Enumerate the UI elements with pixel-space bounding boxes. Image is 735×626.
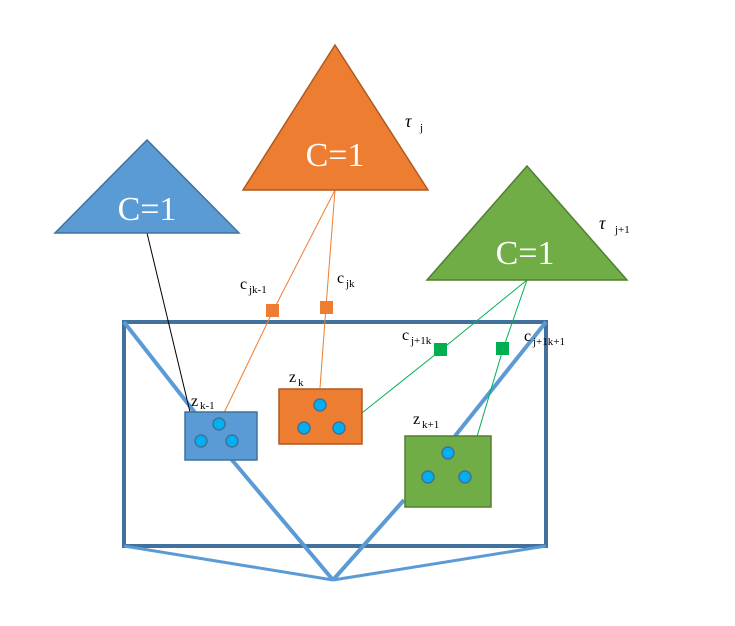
- node-circle: [212, 417, 226, 431]
- triangle-middle-shape: [241, 43, 430, 191]
- connector-cjk-label: c: [337, 270, 344, 287]
- box-zk1-subscript: k+1: [422, 419, 439, 431]
- frame-diagonal-left-lower: [230, 458, 335, 582]
- triangle-middle: C=1: [241, 43, 430, 191]
- node-circle: [313, 398, 327, 412]
- connector-cj1k1-label: c: [524, 328, 531, 345]
- node-circle: [332, 421, 346, 435]
- tau-j-subscript: j: [419, 122, 423, 134]
- outer-frame: [122, 320, 548, 548]
- connector-cjk-1-subscript: jk-1: [248, 284, 267, 296]
- funnel-left-edge: [123, 544, 334, 582]
- triangle-left-shape: [53, 138, 241, 234]
- line-green-to-cj1k: [440, 279, 528, 351]
- node-circle: [297, 421, 311, 435]
- box-zk-1: [184, 411, 258, 461]
- connector-cj1k-label: c: [402, 327, 409, 344]
- triangle-right-label: C=1: [496, 235, 555, 272]
- connector-cjk-subscript: jk: [345, 278, 355, 290]
- triangle-right-shape: [425, 164, 629, 281]
- box-zk1: [404, 435, 492, 508]
- connector-cj1k1-subscript: j+1k+1: [532, 336, 565, 348]
- tau-j1-label: τ: [599, 213, 606, 233]
- connector-cj1k1: [496, 342, 509, 355]
- node-circle: [458, 470, 472, 484]
- frame-diagonal-right-lower: [331, 498, 406, 582]
- line-orange-to-cjk: [325, 189, 336, 308]
- line-cjk-1-to-zk-1: [221, 310, 274, 418]
- connector-cj1k-subscript: j+1k: [410, 335, 432, 347]
- line-orange-to-cjk-1: [272, 189, 336, 312]
- connector-cjk-1: [266, 304, 279, 317]
- node-circle: [194, 434, 208, 448]
- node-circle: [441, 446, 455, 460]
- connector-cjk-1-label: c: [240, 276, 247, 293]
- tau-j-label: τ: [405, 111, 412, 131]
- funnel-right-edge: [332, 544, 547, 582]
- box-zk1-label: z: [413, 411, 420, 428]
- connector-cj1k: [434, 343, 447, 356]
- box-zk: [278, 388, 363, 445]
- line-cjk-to-zk: [319, 306, 327, 389]
- triangle-left: C=1: [53, 138, 241, 234]
- triangle-left-label: C=1: [118, 191, 177, 228]
- box-zk-1-subscript: k-1: [200, 400, 215, 412]
- box-zk-label: z: [289, 369, 296, 386]
- box-zk-shape: [278, 388, 363, 445]
- tau-j1-subscript: j+1: [614, 224, 630, 236]
- triangle-middle-label: C=1: [306, 137, 365, 174]
- line-green-to-cj1k1: [502, 279, 528, 350]
- frame-diagonal-right: [453, 320, 548, 438]
- node-circle: [421, 470, 435, 484]
- triangle-right: C=1: [425, 164, 629, 281]
- node-circle: [225, 434, 239, 448]
- box-zk-subscript: k: [298, 377, 304, 389]
- box-zk-1-label: z: [191, 393, 198, 410]
- connector-cjk: [320, 301, 333, 314]
- line-blue-to-zk-1: [146, 232, 197, 438]
